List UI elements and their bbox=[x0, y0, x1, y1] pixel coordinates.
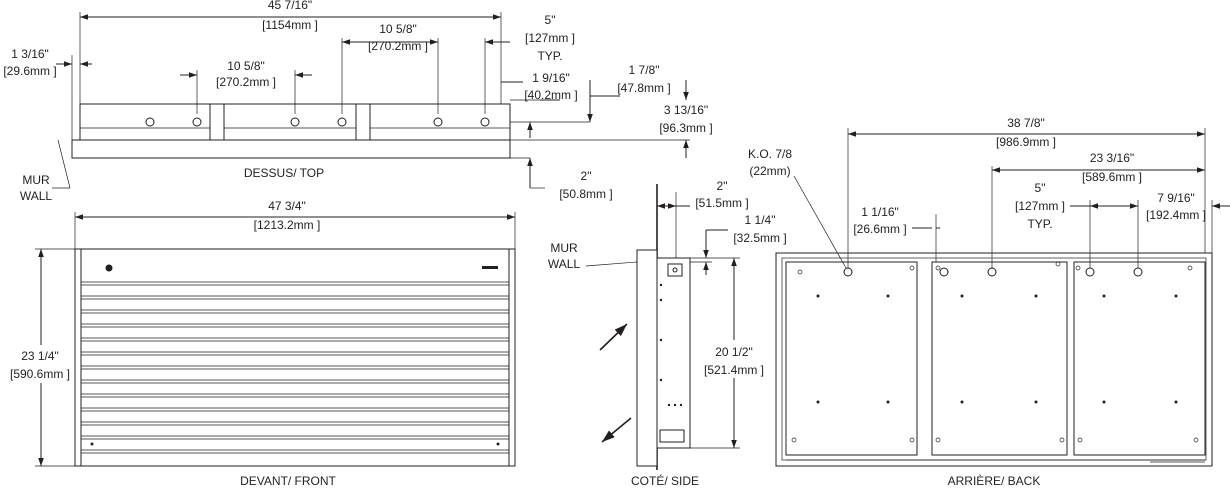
front-view-louvers bbox=[81, 281, 509, 454]
side-view bbox=[585, 184, 740, 470]
top-width-mm: [1154mm ] bbox=[262, 18, 318, 32]
back-view-mounting-holes bbox=[791, 261, 1199, 443]
front-view-lock bbox=[105, 264, 113, 272]
back-width-mm: [986.9mm ] bbox=[996, 135, 1056, 149]
back-right-in: 7 9/16" bbox=[1157, 191, 1195, 205]
back-view-panel-3 bbox=[1073, 261, 1206, 456]
back-view-title: ARRIÈRE/ BACK bbox=[948, 473, 1041, 488]
front-view-logo-plate bbox=[482, 266, 498, 269]
side-depth-in: 2" bbox=[717, 179, 728, 193]
top-hole-depth-mm: [47.8mm ] bbox=[617, 81, 670, 95]
front-width-mm: [1213.2mm ] bbox=[254, 218, 321, 232]
front-view-title: DEVANT/ FRONT bbox=[240, 474, 336, 488]
back-edge-mm: [26.6mm ] bbox=[853, 222, 906, 236]
top-hole-depth-in: 1 7/8" bbox=[629, 63, 660, 77]
back-view-panel-2 bbox=[931, 261, 1068, 456]
front-height-in: 23 1/4" bbox=[21, 349, 59, 363]
top-frame-mm: [50.8mm ] bbox=[559, 187, 612, 201]
front-view-outline bbox=[74, 248, 516, 467]
top-view-bracket-right bbox=[355, 103, 371, 141]
front-width-in: 47 3/4" bbox=[268, 199, 306, 213]
side-depth-mm: [51.5mm ] bbox=[695, 196, 748, 210]
top-edge-in: 1 9/16" bbox=[532, 71, 570, 85]
top-wall-label-en: WALL bbox=[20, 189, 53, 203]
top-view-frame bbox=[71, 139, 511, 159]
top-typ-mm: [127mm ] bbox=[525, 31, 575, 45]
side-height-in: 20 1/2" bbox=[715, 345, 753, 359]
top-width-in: 45 7/16" bbox=[268, 0, 312, 12]
top-typ-note: TYP. bbox=[537, 49, 562, 63]
back-span-mm: [589.6mm ] bbox=[1082, 170, 1142, 184]
back-edge-in: 1 1/16" bbox=[861, 205, 899, 219]
top-wall-offset-in: 1 3/16" bbox=[11, 47, 49, 61]
back-view-knockouts bbox=[843, 267, 1143, 277]
top-wall-label-fr: MUR bbox=[22, 173, 50, 187]
back-ko-in: K.O. 7/8 bbox=[748, 147, 792, 161]
top-view-bracket-left bbox=[209, 103, 225, 141]
side-wall-label-fr: MUR bbox=[550, 241, 578, 255]
back-typ-mm: [127mm ] bbox=[1015, 199, 1065, 213]
back-typ-note: TYP. bbox=[1027, 217, 1052, 231]
top-frame-in: 2" bbox=[581, 169, 592, 183]
top-view-knockouts bbox=[145, 117, 490, 127]
side-inset-in: 1 1/4" bbox=[745, 213, 776, 227]
front-height-mm: [590.6mm ] bbox=[10, 367, 70, 381]
top-depth-mm: [96.3mm ] bbox=[659, 121, 712, 135]
side-view-box bbox=[656, 257, 691, 449]
top-spacing-left-mm: [270.2mm ] bbox=[216, 75, 276, 89]
top-view-title: DESSUS/ TOP bbox=[244, 166, 324, 180]
top-spacing-right-in: 10 5/8" bbox=[379, 22, 417, 36]
top-spacing-left-in: 10 5/8" bbox=[227, 59, 265, 73]
back-view bbox=[775, 128, 1230, 467]
side-height-mm: [521.4mm ] bbox=[704, 363, 764, 377]
back-width-in: 38 7/8" bbox=[1007, 116, 1045, 130]
front-view bbox=[35, 212, 516, 467]
top-depth-in: 3 13/16" bbox=[664, 103, 708, 117]
back-right-mm: [192.4mm ] bbox=[1146, 208, 1206, 222]
back-typ-in: 5" bbox=[1035, 181, 1046, 195]
top-typ-in: 5" bbox=[545, 13, 556, 27]
back-span-in: 23 3/16" bbox=[1090, 151, 1134, 165]
top-spacing-right-mm: [270.2mm ] bbox=[368, 39, 428, 53]
top-view bbox=[52, 12, 690, 189]
top-wall-offset-mm: [29.6mm ] bbox=[3, 64, 56, 78]
side-inset-mm: [32.5mm ] bbox=[733, 231, 786, 245]
side-view-grille bbox=[636, 249, 658, 467]
back-view-panel-1 bbox=[785, 261, 918, 456]
top-edge-mm: [40.2mm ] bbox=[524, 88, 577, 102]
side-wall-label-en: WALL bbox=[548, 257, 581, 271]
side-view-title: COTÉ/ SIDE bbox=[631, 473, 699, 488]
back-ko-mm: (22mm) bbox=[749, 164, 790, 178]
